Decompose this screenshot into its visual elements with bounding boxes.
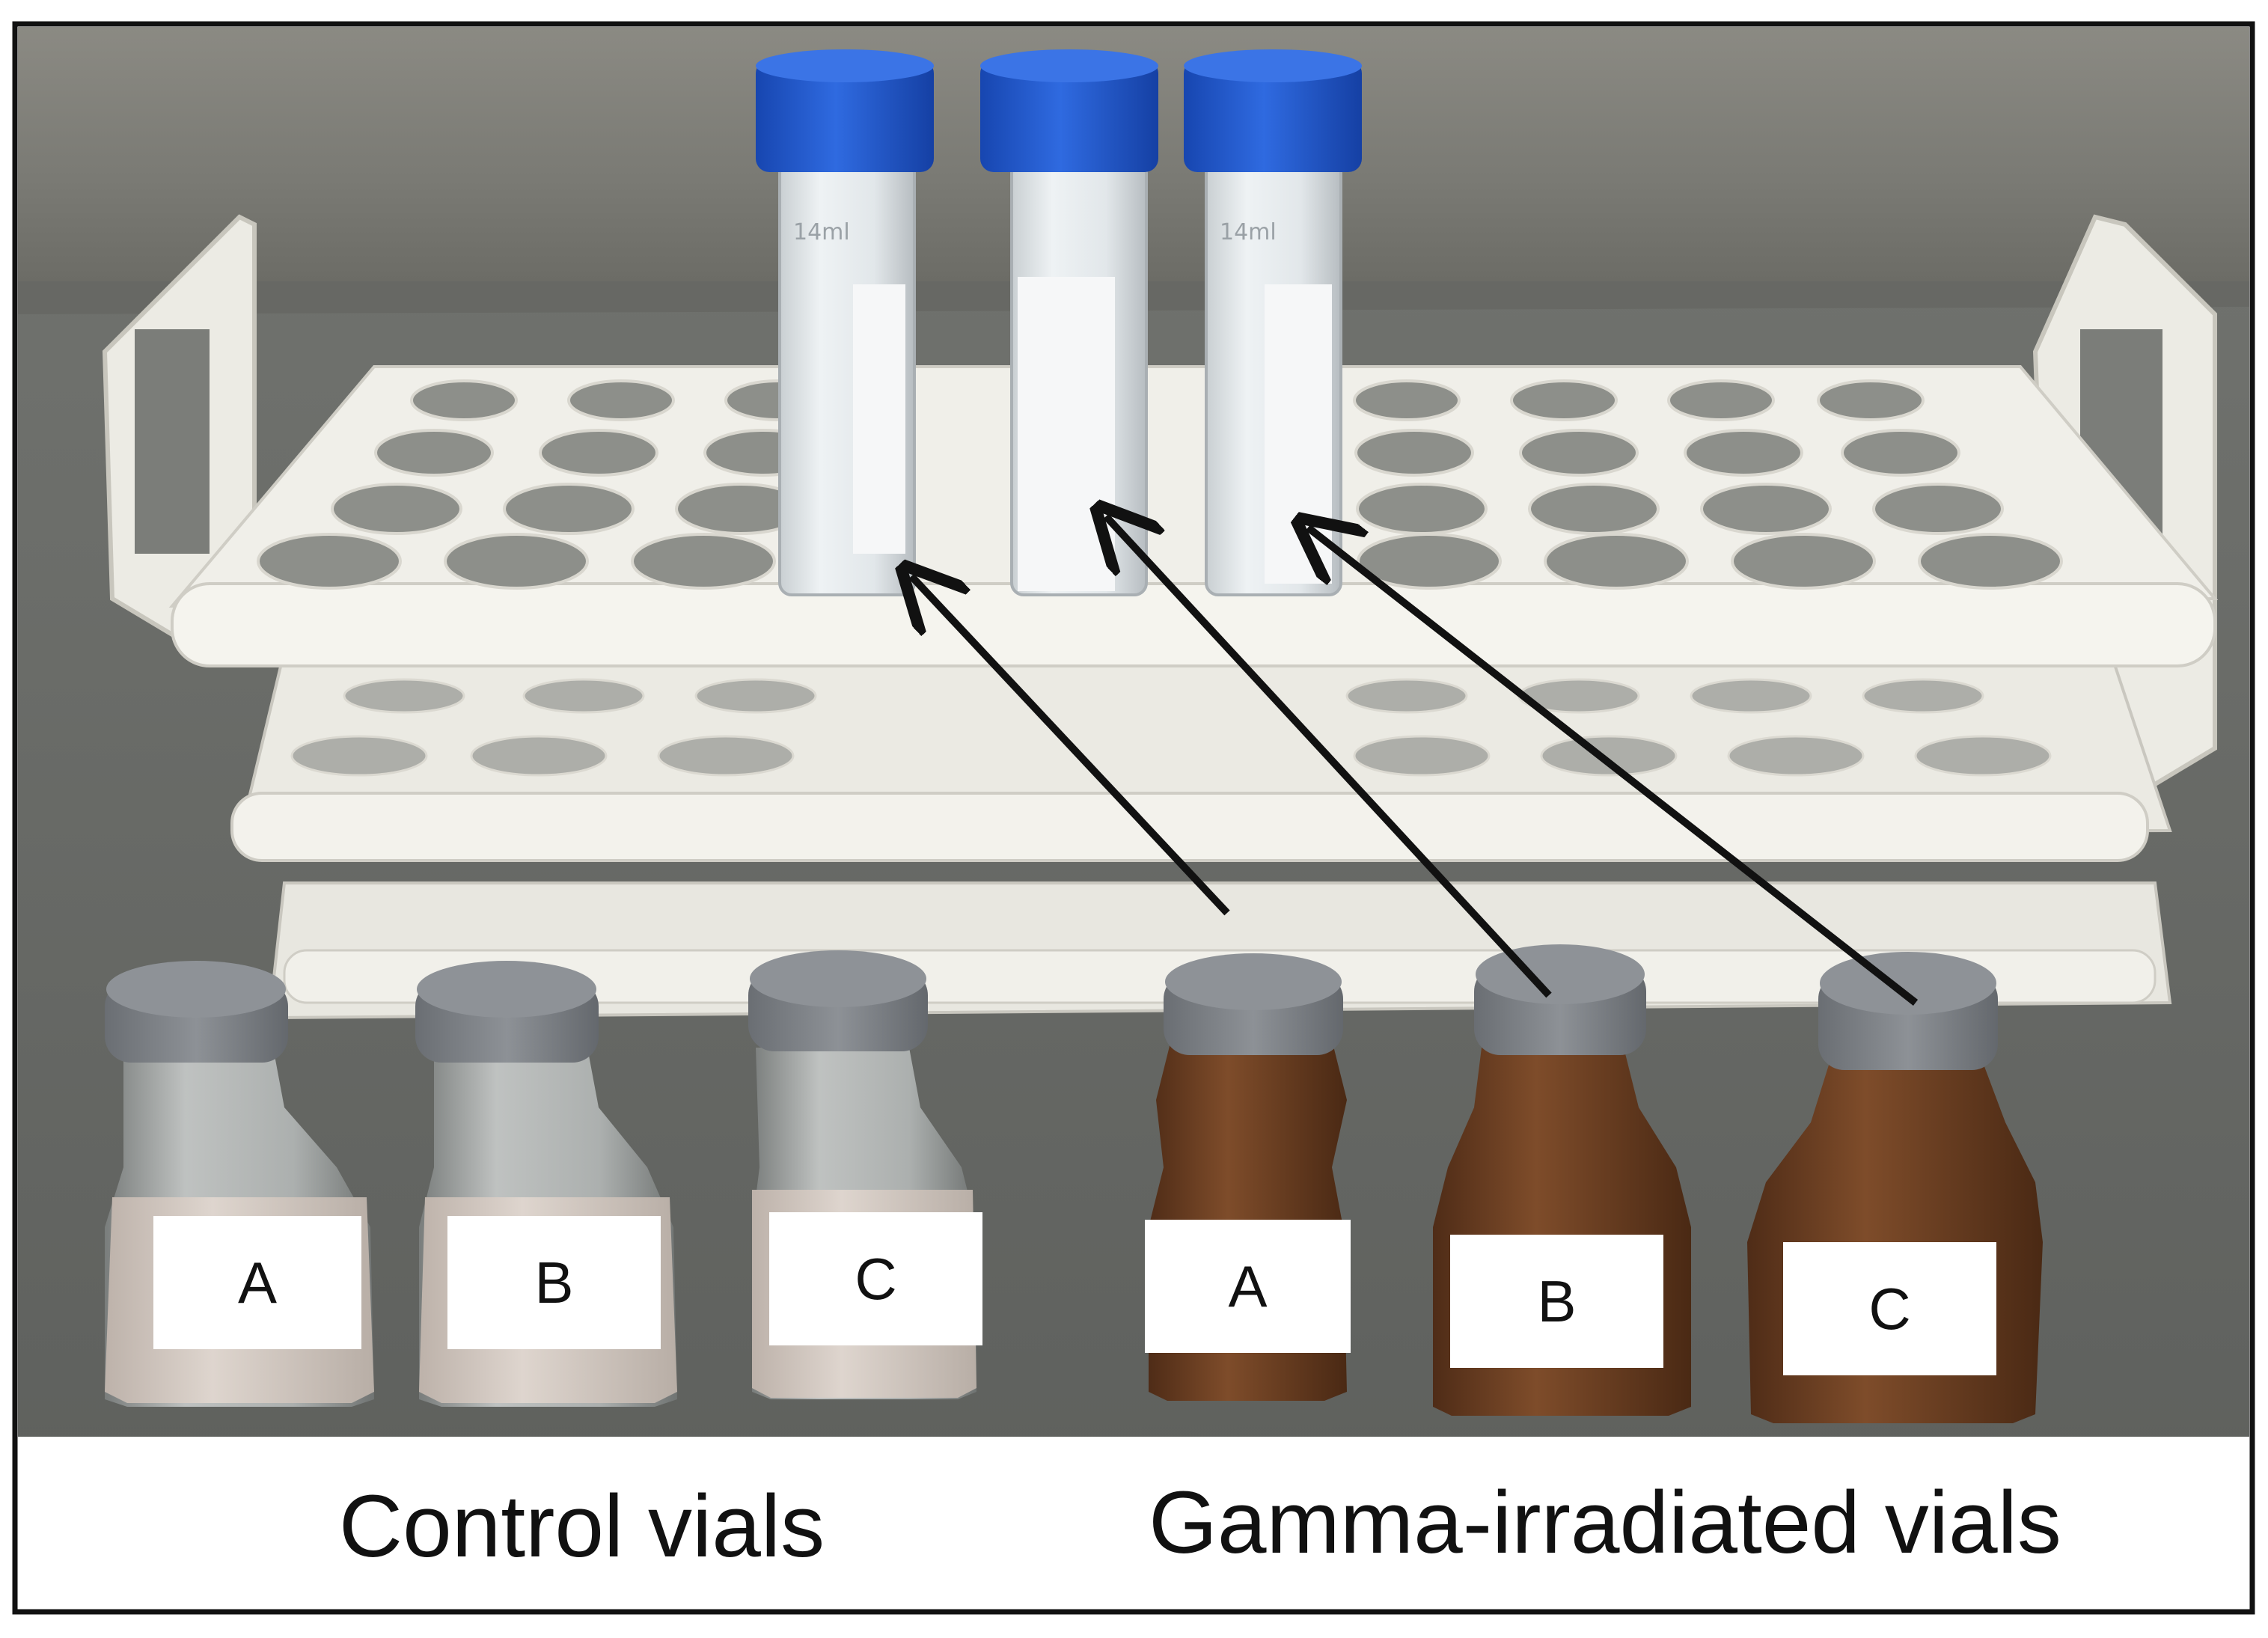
arrow-a	[911, 576, 1230, 916]
centrifuge-tube-2	[980, 49, 1158, 596]
irradiated-vial-a-label: A	[1145, 1220, 1351, 1353]
control-vial-c-label: C	[769, 1212, 982, 1345]
irradiated-vial-c-label: C	[1783, 1242, 1996, 1375]
control-vial-a-label: A	[153, 1216, 361, 1349]
control-vial-b-label: B	[447, 1216, 661, 1349]
irradiated-vial-b-label: B	[1450, 1235, 1663, 1368]
arrows	[911, 516, 1919, 1006]
svg-text:14ml: 14ml	[793, 219, 850, 245]
irradiated-group-label: Gamma-irradiated vials	[1021, 1440, 2189, 1605]
arrow-c	[1308, 528, 1919, 1006]
figure-border	[12, 21, 2255, 1615]
centrifuge-tube-3: 14ml	[1184, 49, 1362, 596]
control-group-label: Control vials	[284, 1448, 879, 1605]
centrifuge-tube-1: 14ml	[756, 49, 934, 596]
svg-text:14ml: 14ml	[1220, 219, 1277, 245]
test-tube-rack	[102, 214, 2219, 1020]
arrow-b	[1106, 516, 1552, 998]
